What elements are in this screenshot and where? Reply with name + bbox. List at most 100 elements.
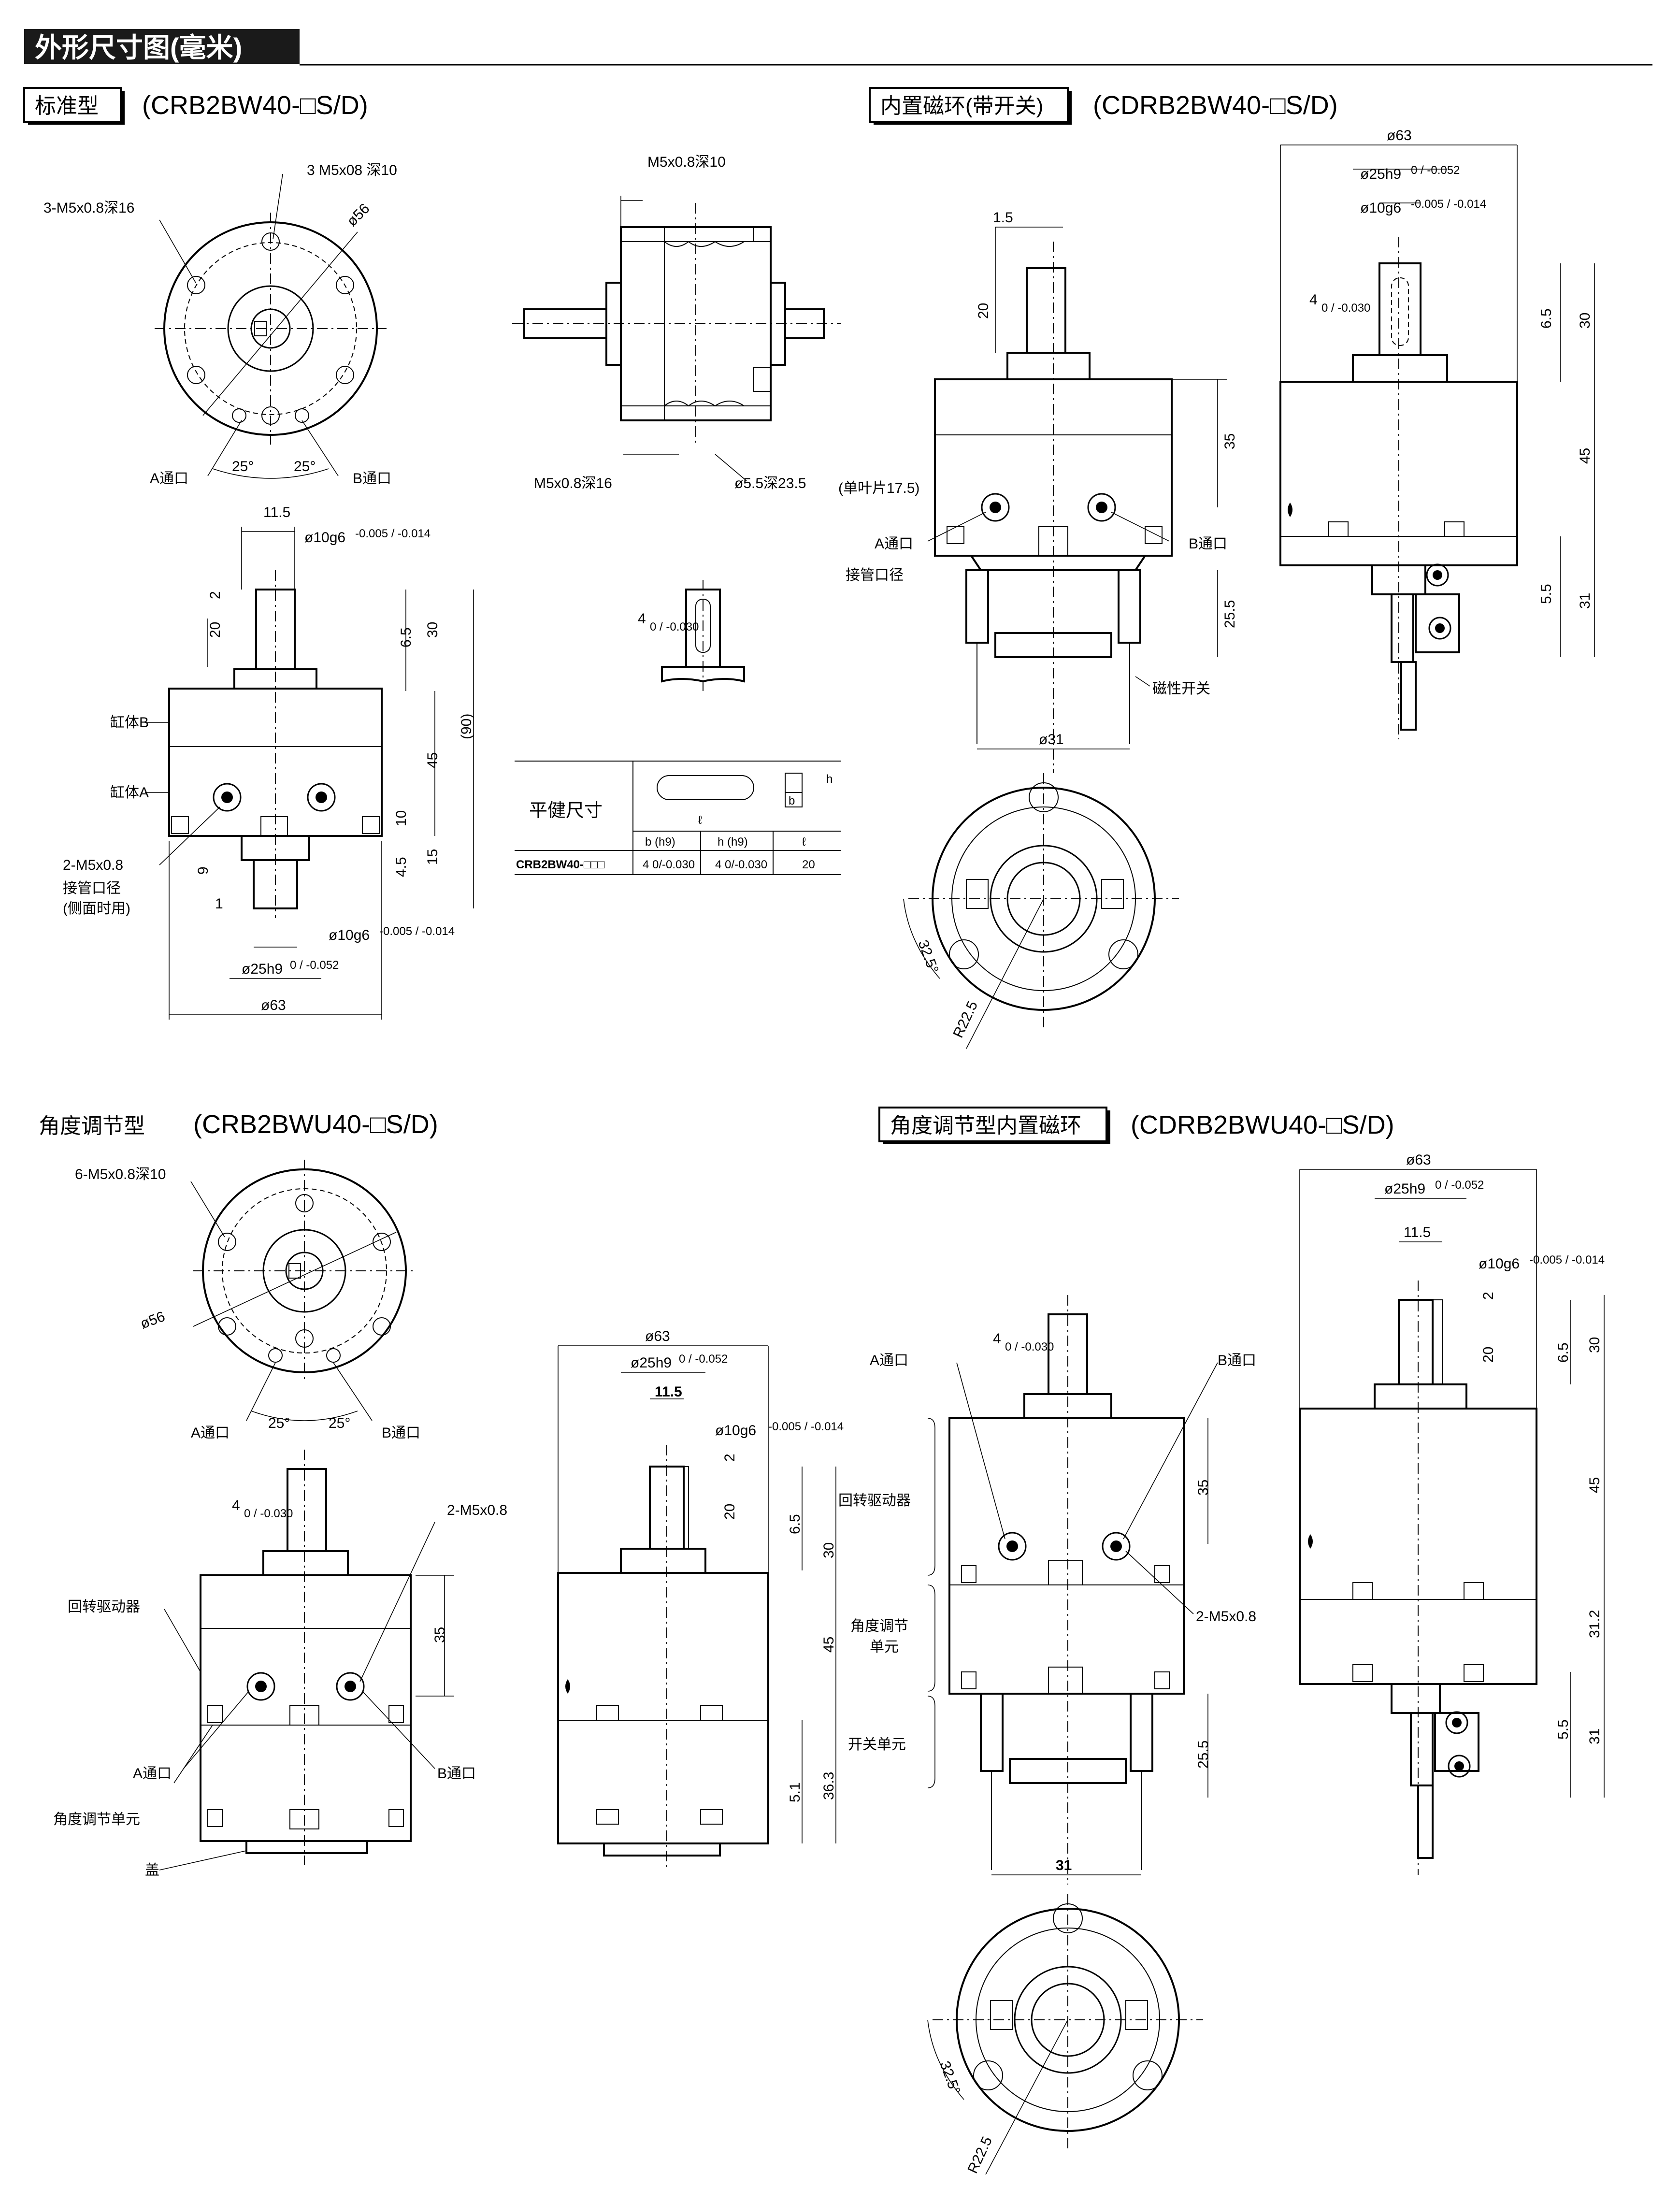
- label-mag-switch: 磁性开关: [1152, 681, 1210, 697]
- label-d63-std: ø63: [261, 997, 286, 1013]
- label-angle-25-left: 25°: [232, 459, 254, 475]
- label-key-tol-angmag: 0 / -0.030: [1005, 1340, 1054, 1353]
- label-m5-10: M5x0.8深10: [647, 154, 726, 170]
- label-20-mag: 20: [976, 303, 991, 319]
- key-table-row-model: CRB2BW40-□□□: [516, 858, 605, 871]
- label-port-b: B通口: [353, 471, 391, 487]
- label-31-2-angmag: 31.2: [1587, 1610, 1603, 1638]
- section-angle-magnetic-label: 角度调节型内置磁环: [890, 1114, 1081, 1137]
- key-table-h-sym: h: [826, 773, 833, 786]
- label-single-vane: (单叶片17.5): [838, 480, 919, 496]
- label-d56-angle: ø56: [138, 1309, 167, 1332]
- label-port-b-angle-front: B通口: [437, 1766, 476, 1782]
- label-35-mag: 35: [1222, 433, 1238, 449]
- label-port-b-mag: B通口: [1189, 536, 1227, 552]
- label-port-b-angle: B通口: [382, 1425, 420, 1441]
- label-1-5: 1.5: [993, 210, 1013, 226]
- label-key-4-angmag: 4: [993, 1331, 1001, 1347]
- label-d10g6-top: ø10g6: [304, 530, 345, 546]
- label-90-std: (90): [459, 714, 474, 739]
- label-d25h9-std: ø25h9: [242, 961, 283, 977]
- label-port-a: A通口: [150, 471, 188, 487]
- section-standard-box: [23, 87, 122, 123]
- label-d10g6-tol-bottom: -0.005 / -0.014: [379, 925, 455, 938]
- label-d55-235: ø5.5深23.5: [734, 475, 806, 491]
- key-table-header-b: b (h9): [645, 835, 675, 849]
- label-angle-unit: 角度调节单元: [53, 1812, 140, 1828]
- label-11-5-angmag: 11.5: [1404, 1224, 1431, 1240]
- angle-top-view: [190, 1160, 416, 1421]
- label-d25h9-tol-angle: 0 / -0.052: [679, 1353, 728, 1366]
- standard-front-view: [145, 527, 474, 1020]
- label-1-std: 1: [215, 896, 223, 912]
- label-36-3-angle: 36.3: [821, 1772, 837, 1800]
- label-20-std: 20: [207, 622, 223, 638]
- label-45-mag: 45: [1577, 448, 1593, 464]
- page-title: 外形尺寸图(毫米): [35, 32, 242, 63]
- label-6-5-angmag: 6.5: [1555, 1342, 1571, 1363]
- key-table-l-sym: ℓ: [698, 814, 702, 827]
- key-table-header-h: h (h9): [718, 835, 748, 849]
- label-d10g6-mag: ø10g6: [1360, 200, 1401, 216]
- section-angle-label: 角度调节型: [39, 1114, 145, 1138]
- label-d56: ø56: [344, 201, 373, 230]
- label-d63-angle: ø63: [645, 1328, 670, 1344]
- section-magnetic-box: [869, 87, 1069, 123]
- label-cyl-b: 缸体B: [110, 715, 149, 731]
- magnetic-side-view: [1279, 144, 1595, 739]
- label-3-m5-16: 3-M5x0.8深16: [43, 200, 134, 216]
- label-32-5-mag: 32.5°: [915, 938, 941, 975]
- label-5-1-angle: 5.1: [787, 1782, 803, 1802]
- section-angle-magnetic-box: [878, 1107, 1107, 1142]
- label-6-m5-10: 6-M5x0.8深10: [75, 1166, 166, 1182]
- label-cyl-a: 缸体A: [110, 785, 149, 801]
- label-d63-angmag: ø63: [1406, 1152, 1431, 1168]
- label-31-angmag-side: 31: [1587, 1728, 1603, 1744]
- angle-magnetic-front-view: [927, 1295, 1218, 1885]
- label-d25h9-tol-angmag: 0 / -0.052: [1435, 1179, 1484, 1192]
- label-2-m5-angmag: 2-M5x0.8: [1196, 1609, 1256, 1625]
- label-pipe-port-mag: 接管口径: [846, 567, 904, 583]
- magnetic-bottom-view: [903, 773, 1179, 1049]
- magnetic-front-view: [927, 227, 1227, 773]
- label-rotary-angle: 回转驱动器: [68, 1599, 140, 1615]
- label-d10g6-angmag: ø10g6: [1479, 1256, 1520, 1272]
- label-d10g6-tol-angle: -0.005 / -0.014: [768, 1420, 844, 1433]
- label-d10g6-bottom: ø10g6: [329, 927, 370, 943]
- key-table-row-b: 4 0/-0.030: [643, 858, 695, 871]
- label-6-5-angle: 6.5: [787, 1514, 803, 1534]
- label-rotary-angmag: 回转驱动器: [838, 1493, 911, 1509]
- label-d25h9-mag: ø25h9: [1360, 166, 1401, 182]
- label-30-angle: 30: [821, 1542, 837, 1558]
- label-20-angmag: 20: [1480, 1347, 1496, 1363]
- standard-top-view: [155, 173, 387, 479]
- page-title-box: [24, 29, 300, 64]
- section-standard-label: 标准型: [35, 94, 99, 118]
- label-15-std: 15: [425, 849, 441, 865]
- angle-front-view: [159, 1450, 454, 1871]
- angle-magnetic-side-view: [1299, 1169, 1605, 1875]
- label-d25h9-tol-mag: 0 / -0.052: [1411, 164, 1460, 177]
- label-key-4-mag: 4: [1309, 292, 1318, 308]
- label-key-tol-angle: 0 / -0.030: [244, 1507, 293, 1520]
- standard-side-view: [512, 196, 841, 481]
- label-d10g6-tol-angmag: -0.005 / -0.014: [1529, 1253, 1605, 1267]
- key-table-title: 平健尺寸: [529, 801, 603, 821]
- label-2-std: 2: [207, 591, 223, 599]
- label-10-std: 10: [393, 810, 409, 826]
- label-angle25-angle-right: 25°: [329, 1415, 350, 1431]
- key-table-b-sym: b: [789, 794, 795, 807]
- label-angle25-angle-left: 25°: [268, 1415, 290, 1431]
- label-r22-5-angmag: R22.5: [964, 2134, 995, 2176]
- angle-magnetic-bottom-view: [927, 1894, 1203, 2175]
- label-35-angmag: 35: [1195, 1480, 1211, 1496]
- label-angle-unit-2: 单元: [870, 1639, 899, 1655]
- label-11-5: 11.5: [263, 504, 290, 520]
- label-angle-unit-1: 角度调节: [850, 1618, 908, 1634]
- label-5-5-mag: 5.5: [1538, 584, 1554, 604]
- label-3-m5-10: 3 M5x08 深10: [307, 162, 397, 178]
- label-11-5-angle: 11.5: [655, 1384, 682, 1400]
- key-detail: [661, 580, 745, 691]
- section-angle-model: (CRB2BWU40-□S/D): [193, 1110, 438, 1139]
